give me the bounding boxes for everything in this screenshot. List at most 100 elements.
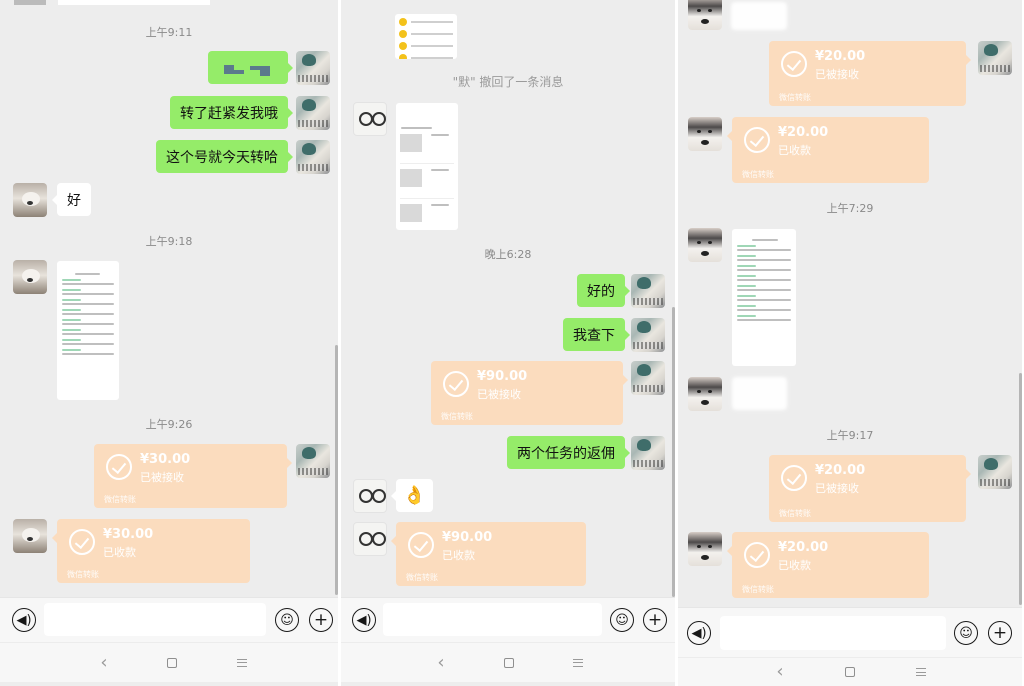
check-circle-icon (408, 532, 434, 558)
redaction-mosaic (260, 66, 270, 76)
image-message-task-list[interactable] (57, 261, 119, 400)
image-message-task-records[interactable] (732, 229, 796, 366)
avatar-self[interactable] (296, 444, 330, 478)
scrollbar[interactable] (672, 307, 675, 597)
voice-icon[interactable]: ◀) (352, 608, 376, 632)
transfer-card-received[interactable]: ¥30.00 已收款 微信转账 (52, 519, 250, 583)
input-bar: ◀) ☺ + (341, 597, 675, 642)
avatar-self[interactable] (631, 274, 665, 308)
transfer-card-sent[interactable]: ¥20.00 已被接收 微信转账 (769, 41, 971, 106)
back-icon[interactable]: ‹ (776, 661, 784, 682)
chat-panel-left: 上午9:11 转了赶紧发我哦 这个号就今天转哈 好 上午9:18 (0, 0, 338, 686)
avatar-contact[interactable] (688, 377, 722, 411)
transfer-label: 微信转账 (441, 412, 473, 421)
transfer-card-received[interactable]: ¥20.00 已收款 微信转账 (727, 532, 929, 598)
partial-bubble-top (58, 0, 210, 5)
transfer-card-received[interactable]: ¥20.00 已收款 微信转账 (727, 117, 929, 183)
message-input[interactable] (44, 603, 266, 636)
redaction-mosaic (224, 65, 234, 74)
avatar-contact[interactable] (353, 102, 387, 136)
home-icon[interactable] (845, 667, 855, 677)
message-bubble[interactable]: 好 (52, 183, 91, 216)
transfer-label: 微信转账 (742, 585, 774, 594)
avatar-contact[interactable] (353, 522, 387, 556)
timestamp: 上午7:29 (826, 202, 874, 215)
transfer-status: 已收款 (778, 144, 811, 157)
message-bubble[interactable]: 我查下 (563, 318, 630, 351)
avatar-self[interactable] (978, 455, 1012, 489)
transfer-status: 已被接收 (815, 482, 859, 495)
message-list[interactable]: ¥20.00 已被接收 微信转账 ¥20.00 已收款 微信转账 上午7:29 (678, 0, 1022, 607)
menu-icon[interactable] (237, 658, 247, 667)
message-bubble[interactable]: 这个号就今天转哈 (156, 140, 293, 173)
scrollbar[interactable] (1019, 373, 1022, 605)
avatar-contact[interactable] (13, 519, 47, 553)
message-list[interactable]: 上午9:11 转了赶紧发我哦 这个号就今天转哈 好 上午9:18 (0, 0, 338, 597)
transfer-card-sent[interactable]: ¥30.00 已被接收 微信转账 (94, 444, 292, 508)
avatar-contact[interactable] (13, 260, 47, 294)
avatar-self[interactable] (296, 51, 330, 85)
transfer-status: 已被接收 (477, 388, 521, 401)
transfer-amount: ¥30.00 (140, 452, 191, 467)
chat-panel-right: ¥20.00 已被接收 微信转账 ¥20.00 已收款 微信转账 上午7:29 (678, 0, 1022, 686)
timestamp: 上午9:18 (145, 235, 193, 248)
plus-icon[interactable]: + (643, 608, 667, 632)
voice-icon[interactable]: ◀) (12, 608, 36, 632)
transfer-status: 已收款 (442, 549, 475, 562)
home-icon[interactable] (504, 657, 514, 668)
plus-icon[interactable]: + (988, 621, 1012, 645)
recall-notice: "默" 撤回了一条消息 (452, 75, 564, 89)
transfer-card-sent[interactable]: ¥90.00 已被接收 微信转账 (431, 361, 628, 425)
blurred-message[interactable] (732, 377, 787, 410)
plus-icon[interactable]: + (309, 608, 333, 632)
partial-avatar-top (14, 0, 46, 5)
redacted-text-bubble[interactable] (208, 51, 293, 84)
transfer-label: 微信转账 (104, 495, 136, 504)
transfer-status: 已收款 (103, 546, 136, 559)
back-icon[interactable]: ‹ (437, 651, 445, 673)
image-message-coin-list[interactable] (395, 14, 457, 59)
message-input[interactable] (383, 603, 602, 636)
avatar-self[interactable] (631, 361, 665, 395)
avatar-contact[interactable] (353, 479, 387, 513)
message-bubble[interactable]: 好的 (577, 274, 630, 307)
avatar-self[interactable] (296, 140, 330, 174)
emoji-icon[interactable]: ☺ (275, 608, 299, 632)
transfer-amount: ¥20.00 (778, 540, 829, 555)
avatar-contact[interactable] (688, 532, 722, 566)
transfer-status: 已被接收 (815, 68, 859, 81)
blurred-message[interactable] (731, 2, 787, 30)
transfer-card-received[interactable]: ¥90.00 已收款 微信转账 (391, 522, 586, 586)
check-circle-icon (69, 529, 95, 555)
timestamp: 上午9:11 (145, 26, 193, 39)
avatar-contact[interactable] (688, 0, 722, 30)
menu-icon[interactable] (573, 658, 583, 667)
image-message-orders[interactable] (396, 103, 458, 230)
avatar-contact[interactable] (688, 228, 722, 262)
transfer-label: 微信转账 (742, 170, 774, 179)
check-circle-icon (744, 127, 770, 153)
scrollbar[interactable] (335, 345, 338, 595)
avatar-contact[interactable] (688, 117, 722, 151)
back-icon[interactable]: ‹ (100, 651, 108, 673)
avatar-self[interactable] (978, 41, 1012, 75)
emoji-message[interactable]: 👌 (391, 479, 433, 512)
emoji-icon[interactable]: ☺ (610, 608, 634, 632)
message-bubble[interactable]: 两个任务的返佣 (507, 436, 630, 469)
timestamp: 上午9:26 (145, 418, 193, 431)
transfer-amount: ¥20.00 (815, 49, 866, 64)
timestamp: 上午9:17 (826, 429, 874, 442)
avatar-contact[interactable] (13, 183, 47, 217)
avatar-self[interactable] (631, 436, 665, 470)
check-circle-icon (744, 542, 770, 568)
menu-icon[interactable] (916, 668, 926, 676)
voice-icon[interactable]: ◀) (687, 621, 711, 645)
transfer-card-sent[interactable]: ¥20.00 已被接收 微信转账 (769, 455, 971, 522)
emoji-icon[interactable]: ☺ (954, 621, 978, 645)
message-bubble[interactable]: 转了赶紧发我哦 (170, 96, 293, 129)
avatar-self[interactable] (631, 318, 665, 352)
home-icon[interactable] (167, 657, 177, 668)
message-list[interactable]: "默" 撤回了一条消息 晚上6:28 好的 我查下 ¥90.00 已被接收 微信… (341, 0, 675, 597)
avatar-self[interactable] (296, 96, 330, 130)
message-input[interactable] (720, 616, 946, 650)
